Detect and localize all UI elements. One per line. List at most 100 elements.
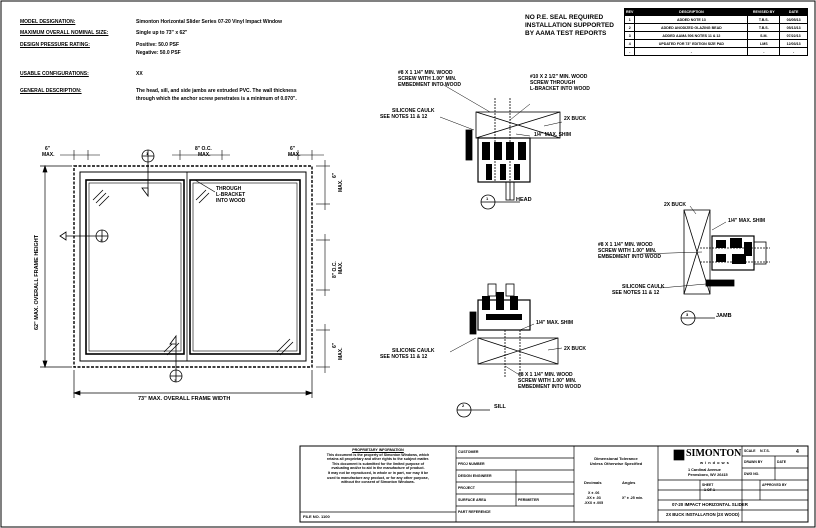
tb-right-sheet-value: 1 OF 1 (704, 488, 715, 492)
head-buck: 2X BUCK (564, 116, 586, 122)
head-caulk-2: SEE NOTES 11 & 12 (380, 114, 428, 120)
file-number: FILE NO. 1100 (303, 514, 330, 519)
sill-shim: 1/4" MAX. SHIM (536, 320, 574, 326)
tb-right-date: DATE (777, 460, 786, 464)
sill-caulk-2: SEE NOTES 11 & 12 (380, 354, 428, 360)
pe-note-line-2: INSTALLATION SUPPORTED (525, 22, 614, 29)
company-logo: SIMONTON (686, 448, 742, 459)
height-dimension (40, 164, 72, 369)
jamb-screw-3: EMBEDMENT INTO WOOD (598, 254, 661, 260)
spec-value-model: Simonton Horizontal Slider Series 07-20 … (136, 19, 283, 25)
tb-rev: 4 (796, 449, 799, 455)
tol-value-4: X° ± .25 min. (622, 496, 644, 500)
drawing-title: 07-20 IMPACT HORIZONTAL SLIDER (672, 502, 748, 507)
frame-inner (79, 171, 307, 362)
revision-cell: - (623, 47, 636, 56)
head-screw-b-3: L-BRACKET INTO WOOD (530, 86, 590, 92)
jamb-buck (683, 209, 711, 295)
sill-buck (477, 337, 559, 365)
jamb-caulk-1: SILICONE CAULK (622, 284, 665, 290)
dim-edge-right-top-sub: MAX. (288, 152, 301, 158)
tb-field-customer: CUSTOMER (458, 450, 479, 454)
elevation-marker-1: 1 (146, 151, 149, 156)
tolerance-block: Dimensional Tolerance Unless Otherwise S… (576, 456, 656, 466)
tol-value-3: .XXX ± .005 (584, 501, 604, 505)
callout-line-3: INTO WOOD (216, 198, 246, 204)
sill-caulk-1: SILICONE CAULK (392, 348, 435, 354)
tb-field-design-engineer: DESIGN ENGINEER (458, 474, 492, 478)
head-screw-a-3: EMBEDMENT INTO WOOD (398, 82, 461, 88)
tb-right-sheet: SHEET (702, 483, 714, 487)
dim-overall-height: 62" MAX. OVERALL FRAME HEIGHT (34, 234, 40, 330)
callout-line-2: L-BRACKET (216, 192, 246, 198)
head-screw-b-2: SCREW THROUGH (530, 80, 576, 86)
disclaimer-line: evaluating and/or to aid in the manufact… (331, 466, 425, 471)
dim-oc-top-sub: MAX. (198, 152, 211, 158)
spec-value-size: Single up to 73" x 62" (136, 30, 188, 36)
tol-col-decimals: Decimals (584, 480, 602, 485)
disclaimer-title: PROPRIETARY INFORMATION (352, 448, 404, 452)
spec-value-description-2: through which the anchor screw penetrate… (136, 96, 297, 102)
disclaimer-line: used to manufacture any product, or for … (327, 475, 429, 480)
jamb-section (639, 205, 770, 326)
sill-section (449, 283, 563, 418)
company-address-1: 1 Cardinal Avenue (688, 468, 721, 472)
head-section (439, 83, 563, 210)
head-wall (465, 129, 473, 161)
sash-right (189, 179, 301, 355)
spec-value-positive: Positive: 50.0 PSF (136, 42, 180, 48)
spec-value-config: XX (136, 71, 143, 77)
right-dimensions (316, 160, 330, 373)
spec-label-description: GENERAL DESCRIPTION: (20, 88, 82, 94)
head-title: HEAD (516, 197, 532, 203)
glass-left (88, 182, 182, 352)
top-dimensions (60, 150, 324, 160)
head-shim: 1/4" MAX. SHIM (534, 132, 572, 138)
tb-right-drawn-by: DRAWN BY (744, 460, 763, 464)
spec-label-pressure: DESIGN PRESSURE RATING: (20, 42, 90, 48)
tolerance-title: Dimensional Tolerance (594, 456, 638, 461)
dim-edge-top: 6" (45, 146, 51, 152)
section-markers (59, 149, 183, 383)
tol-value-1: X ± .06 (588, 491, 600, 495)
dim-edge-top-sub: MAX. (42, 152, 55, 158)
sill-screw-3: EMBEDMENT INTO WOOD (518, 384, 581, 390)
revision-row: ---- (623, 47, 808, 56)
dim-right-edge-sub: MAX. (338, 179, 344, 193)
pe-note-line-1: NO P.E. SEAL REQUIRED (525, 14, 604, 21)
tol-col-angles: Angles (622, 480, 636, 485)
tb-field-surface-area: SURFACE AREA (458, 498, 487, 502)
sash-left (85, 179, 185, 355)
elevation-marker-2: 2 (174, 378, 177, 383)
sill-buck: 2X BUCK (564, 346, 586, 352)
spec-label-size: MAXIMUM OVERALL NOMINAL SIZE: (20, 30, 109, 36)
sill-title: SILL (494, 404, 506, 410)
dim-right-oc-sub: MAX. (338, 261, 344, 275)
dim-right-edge: 6" (332, 172, 338, 178)
revision-cell: - (747, 47, 781, 56)
disclaimer-line: This document is submitted for the limit… (331, 461, 425, 466)
revision-cell: - (634, 47, 749, 56)
disclaimer-line: This document is the property of Simonto… (326, 452, 430, 457)
company-sub: windows (700, 460, 731, 465)
company-address-2: Pennsboro, WV 26415 (688, 473, 728, 477)
dim-overall-width: 73" MAX. OVERALL FRAME WIDTH (138, 396, 231, 402)
sill-screw-2: SCREW WITH 1.00" MIN. (518, 378, 577, 384)
tolerance-subtitle: Unless Otherwise Specified (589, 461, 643, 466)
disclaimer-line: retains all proprietary and other rights… (326, 457, 430, 462)
jamb-shim: 1/4" MAX. SHIM (728, 218, 766, 224)
drawing-subtitle: 2X BUCK INSTALLATION (2X WOOD) (666, 512, 740, 517)
tb-field-part-reference: PART REFERENCE (458, 510, 491, 514)
dim-oc-top: 8" O.C. (195, 146, 212, 152)
jamb-title: JAMB (716, 313, 732, 319)
window-elevation (40, 149, 330, 398)
tb-field-proj-number: PROJ NUMBER (458, 462, 485, 466)
pe-note-line-3: BY AAMA TEST REPORTS (525, 30, 607, 37)
spec-value-description-1: The head, sill, and side jambs are extru… (136, 88, 297, 94)
frame-outline (73, 165, 313, 368)
glass-right (192, 182, 298, 352)
width-dimension (72, 370, 314, 398)
